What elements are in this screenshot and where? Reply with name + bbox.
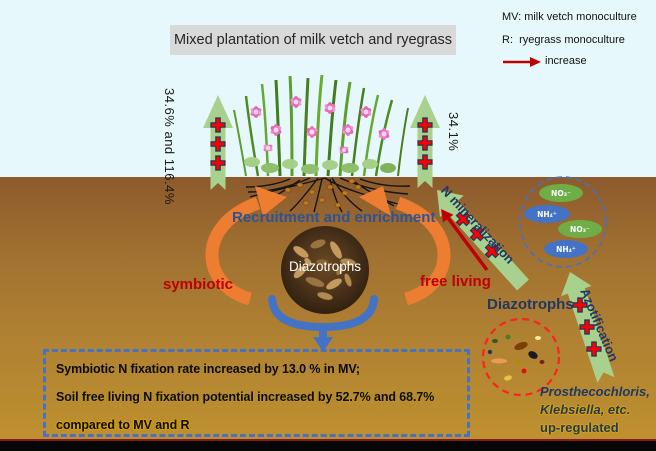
legend-increase-label: increase <box>545 55 587 67</box>
bottom-black-bar <box>0 441 656 451</box>
ion-pool-circle <box>519 176 607 268</box>
symbiotic-label: symbiotic <box>163 276 234 293</box>
plus-icon <box>417 154 433 170</box>
result-line-1: Symbiotic N fixation rate increased by 1… <box>56 362 360 376</box>
plus-icon <box>417 117 433 133</box>
left-arrow-percentage-label: 34.6% and 116.4% <box>162 88 177 205</box>
legend-mv: MV: milk vetch monoculture <box>502 11 637 23</box>
no3-cloud-icon <box>539 184 583 202</box>
cross-icon <box>455 211 500 259</box>
diazotroph-community-circle <box>481 317 561 397</box>
recruitment-arc-left-icon <box>205 186 287 306</box>
nh4-ion-label: NH₄⁺ <box>556 245 576 254</box>
result-line-2: Soil free living N fixation potential in… <box>56 390 435 404</box>
diazotrophs-photo-circle <box>281 226 369 314</box>
leaf-icons <box>244 157 396 174</box>
results-box: Symbiotic N fixation rate increased by 1… <box>43 349 470 437</box>
result-line-3: compared to MV and R <box>56 418 190 432</box>
increase-legend-arrow-icon <box>503 57 541 67</box>
figure-title: Mixed plantation of milk vetch and ryegr… <box>170 25 456 55</box>
taxa-line-2: Klebsiella, etc. <box>540 402 631 417</box>
free-living-label: free living <box>420 273 491 290</box>
plus-icon <box>417 135 433 151</box>
legend-r: R: ryegrass monoculture <box>502 34 625 46</box>
taxa-line-1: Prosthecochloris, <box>540 384 650 399</box>
recruitment-arc-right-icon <box>359 186 451 306</box>
n-mineralization-arrow-icon <box>437 190 529 291</box>
diazotrophs-center-label: Diazotrophs <box>288 259 362 274</box>
plus-icon <box>572 297 588 313</box>
left-increase-arrow-icon <box>203 95 233 190</box>
bottom-red-line <box>0 439 656 441</box>
no3-cloud-icon <box>558 220 602 238</box>
plus-icon <box>210 155 226 171</box>
increase-red-arrow-icon <box>441 209 489 272</box>
plus-icon <box>210 136 226 152</box>
flower-cluster-icons <box>250 96 390 154</box>
right-arrow-percentage-label: 34.1% <box>446 112 461 152</box>
nh4-ion-label: NH₄⁺ <box>537 210 557 219</box>
plus-icon <box>579 319 595 335</box>
plus-icon <box>210 117 226 133</box>
diazotrophs-right-label: Diazotrophs <box>487 296 574 313</box>
nh4-cloud-icon <box>544 240 588 258</box>
no3-ion-label: NO₃⁻ <box>551 189 571 198</box>
plus-icon <box>586 341 602 357</box>
no3-ion-label: NO₃⁻ <box>570 225 590 234</box>
recruitment-label: Recruitment and enrichment <box>232 209 436 226</box>
azotification-arrow-icon <box>561 272 615 383</box>
nh4-cloud-icon <box>524 205 570 223</box>
taxa-line-3: up-regulated <box>540 420 619 435</box>
microbe-dot-icons <box>487 334 545 381</box>
right-increase-arrow-icon <box>410 95 440 188</box>
funnel-bracket-arrow-icon <box>268 295 378 352</box>
